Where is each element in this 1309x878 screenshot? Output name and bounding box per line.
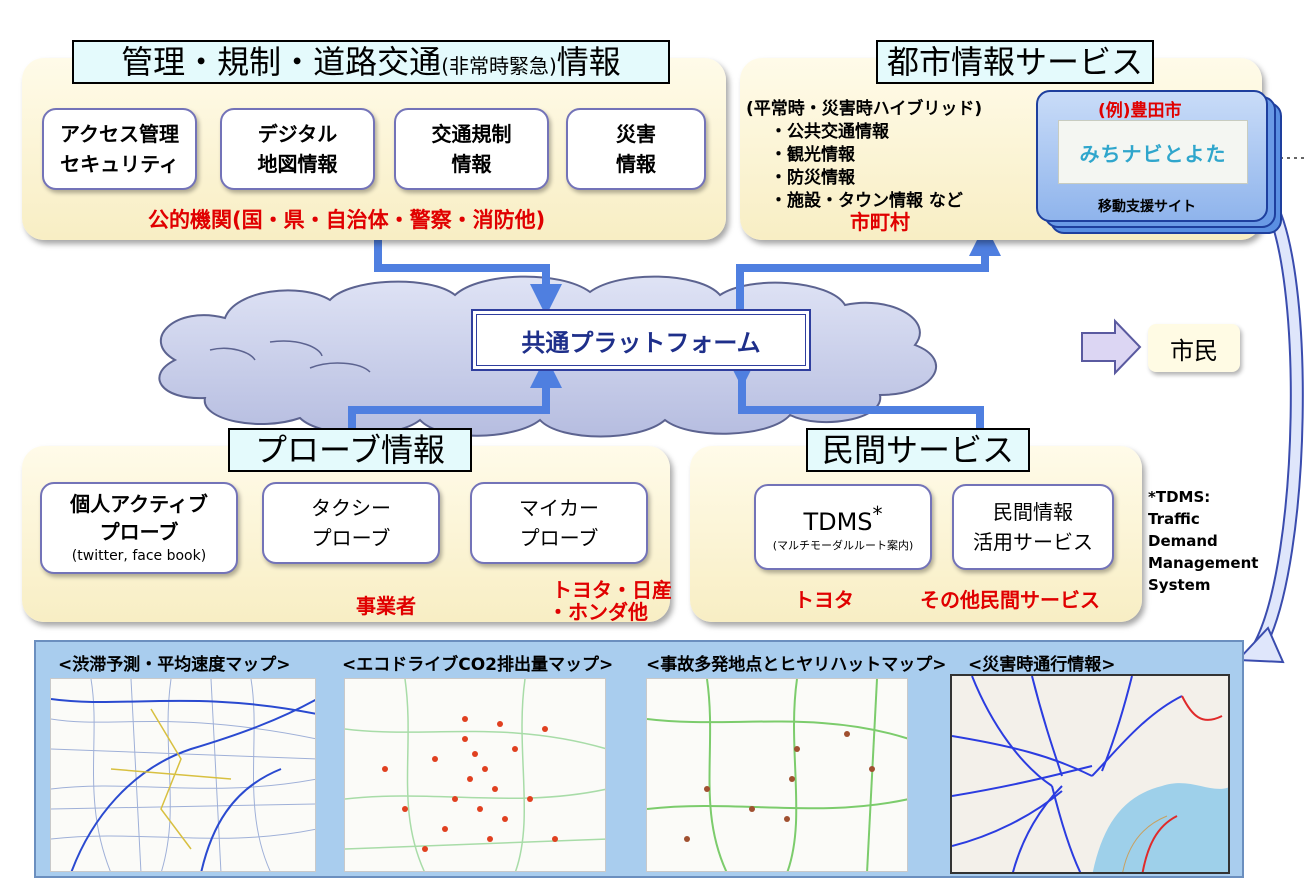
- michinavi-logo: みちナビとよた: [1058, 120, 1248, 184]
- city-mode-label: (平常時・災害時ハイブリッド): [746, 99, 983, 119]
- city-item-tourism: ・観光情報: [770, 145, 855, 165]
- city-item-facility: ・施設・タウン情報 など: [770, 191, 963, 211]
- box-disaster-info: 災害情報: [566, 108, 706, 190]
- operator-label: 事業者: [356, 594, 416, 618]
- box-mycar-probe: マイカープローブ: [470, 482, 648, 564]
- common-platform-box: 共通プラットフォーム: [471, 309, 811, 371]
- example-city-label: (例)豊田市: [1098, 101, 1182, 121]
- automaker-label-1: トヨタ・日産: [552, 578, 672, 602]
- private-services-title: 民間サービス: [806, 428, 1030, 472]
- public-agencies-label: 公的機関(国・県・自治体・警察・消防他): [148, 208, 546, 232]
- admin-info-title: 管理・規制・道路交通(非常時緊急)情報: [72, 40, 670, 84]
- box-traffic-regulation: 交通規制情報: [394, 108, 549, 190]
- tdms-footnote: *TDMS: Traffic Demand Management System: [1148, 488, 1259, 594]
- box-digital-map: デジタル地図情報: [220, 108, 375, 190]
- mobility-support-caption: 移動支援サイト: [1098, 199, 1196, 215]
- box-access-security: アクセス管理セキュリティ: [42, 108, 197, 190]
- eco-drive-map-roads: [345, 679, 605, 871]
- disaster-map-roads: [952, 676, 1228, 872]
- box-private-info-service: 民間情報活用サービス: [952, 484, 1114, 570]
- arrow-probe-to-platform: [348, 356, 562, 438]
- michinavi-logo-text: みちナビとよた: [1079, 141, 1227, 166]
- disaster-map: [950, 674, 1230, 874]
- eco-drive-map: [344, 678, 606, 872]
- other-private-label: その他民間サービス: [920, 588, 1100, 612]
- map-title-congestion: <渋滞予測・平均速度マップ>: [58, 655, 291, 675]
- map-title-accident: <事故多発地点とヒヤリハットマップ>: [646, 655, 947, 675]
- citizen-box: 市民: [1148, 324, 1240, 372]
- box-tdms: TDMS* (マルチモーダルルート案内): [754, 484, 932, 570]
- municipality-label: 市町村: [850, 210, 910, 234]
- accident-map-roads: [647, 679, 907, 871]
- arrow-platform-to-city: [736, 224, 1001, 312]
- arrow-admin-to-platform: [374, 240, 562, 316]
- accident-map: [646, 678, 908, 872]
- map-title-disaster: <災害時通行情報>: [968, 655, 1116, 675]
- city-info-title: 都市情報サービス: [876, 40, 1154, 84]
- common-platform-label: 共通プラットフォーム: [521, 328, 761, 357]
- probe-info-title: プローブ情報: [228, 428, 472, 472]
- box-personal-probe: 個人アクティブ プローブ (twitter, face book): [40, 482, 238, 574]
- congestion-map: [50, 678, 316, 872]
- box-taxi-probe: タクシープローブ: [262, 482, 440, 564]
- arrow-to-citizen: [1081, 318, 1142, 376]
- city-item-transit: ・公共交通情報: [770, 122, 889, 142]
- congestion-map-roads: [51, 679, 315, 871]
- curved-arrow-to-maps: [1235, 196, 1304, 664]
- toyota-label: トヨタ: [794, 588, 854, 612]
- map-title-eco-drive: <エコドライブCO2排出量マップ>: [342, 655, 614, 675]
- city-item-disaster-prevention: ・防災情報: [770, 168, 855, 188]
- automaker-label-2: ・ホンダ他: [548, 600, 648, 624]
